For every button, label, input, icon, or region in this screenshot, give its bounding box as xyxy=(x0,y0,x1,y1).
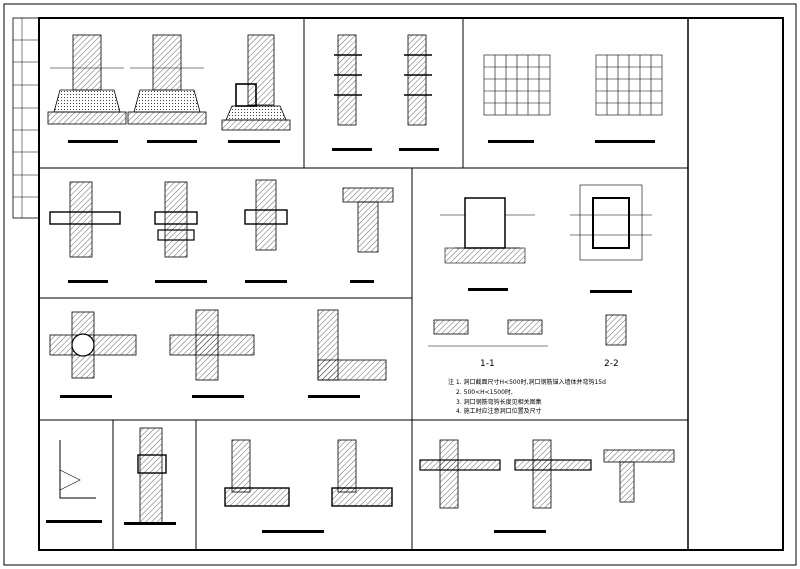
general-notes: 注 1. 洞口截面尺寸H<500时,洞口钢筋锚入墙体并弯钩15d 2. 500<… xyxy=(448,378,606,415)
wall-section-detail-4 xyxy=(342,187,394,283)
wall-section-detail-2 xyxy=(154,181,207,283)
floor-slab-detail-1 xyxy=(419,439,501,509)
footing-detail-2 xyxy=(127,34,207,143)
anchor-grid-plan-1 xyxy=(483,54,551,143)
joint-plan-cross xyxy=(49,311,137,398)
note-2: 2. 500<H<1500时, xyxy=(456,388,513,396)
section-2-2: 2-2 xyxy=(604,314,627,369)
anchor-bend-detail xyxy=(46,440,102,523)
section-2-2-label: 2-2 xyxy=(604,359,619,369)
footing-detail-3 xyxy=(221,34,291,143)
section-1-1: 1-1 xyxy=(428,319,548,369)
floor-slab-detail-3 xyxy=(603,449,675,503)
wall-section-detail-1 xyxy=(49,181,121,283)
ring-beam-detail-2 xyxy=(262,439,393,533)
wall-tie-detail-1 xyxy=(332,34,372,151)
opening-detail-2 xyxy=(570,184,652,293)
wall-tie-detail-2 xyxy=(399,34,439,151)
note-1: 注 1. 洞口截面尺寸H<500时,洞口钢筋锚入墙体并弯钩15d xyxy=(448,378,606,386)
joint-plan-corner xyxy=(308,309,387,398)
ring-beam-detail-1 xyxy=(224,439,290,507)
wall-section-detail-3 xyxy=(244,179,288,283)
opening-detail-1 xyxy=(440,197,535,291)
anchor-grid-plan-2 xyxy=(595,54,663,143)
note-4: 4. 施工时应注意洞口位置及尺寸 xyxy=(456,407,542,415)
binding-strip xyxy=(12,17,40,219)
lintel-detail xyxy=(124,427,176,525)
note-3: 3. 洞口钢筋弯钩长度见相关图集 xyxy=(456,398,542,406)
joint-plan-tee xyxy=(169,309,255,398)
section-1-1-label: 1-1 xyxy=(480,359,495,369)
footing-detail-1 xyxy=(47,34,127,143)
outer-border xyxy=(3,3,797,566)
panel-grid xyxy=(39,18,688,550)
drawing-frame xyxy=(38,17,784,551)
floor-slab-detail-2 xyxy=(494,439,592,533)
